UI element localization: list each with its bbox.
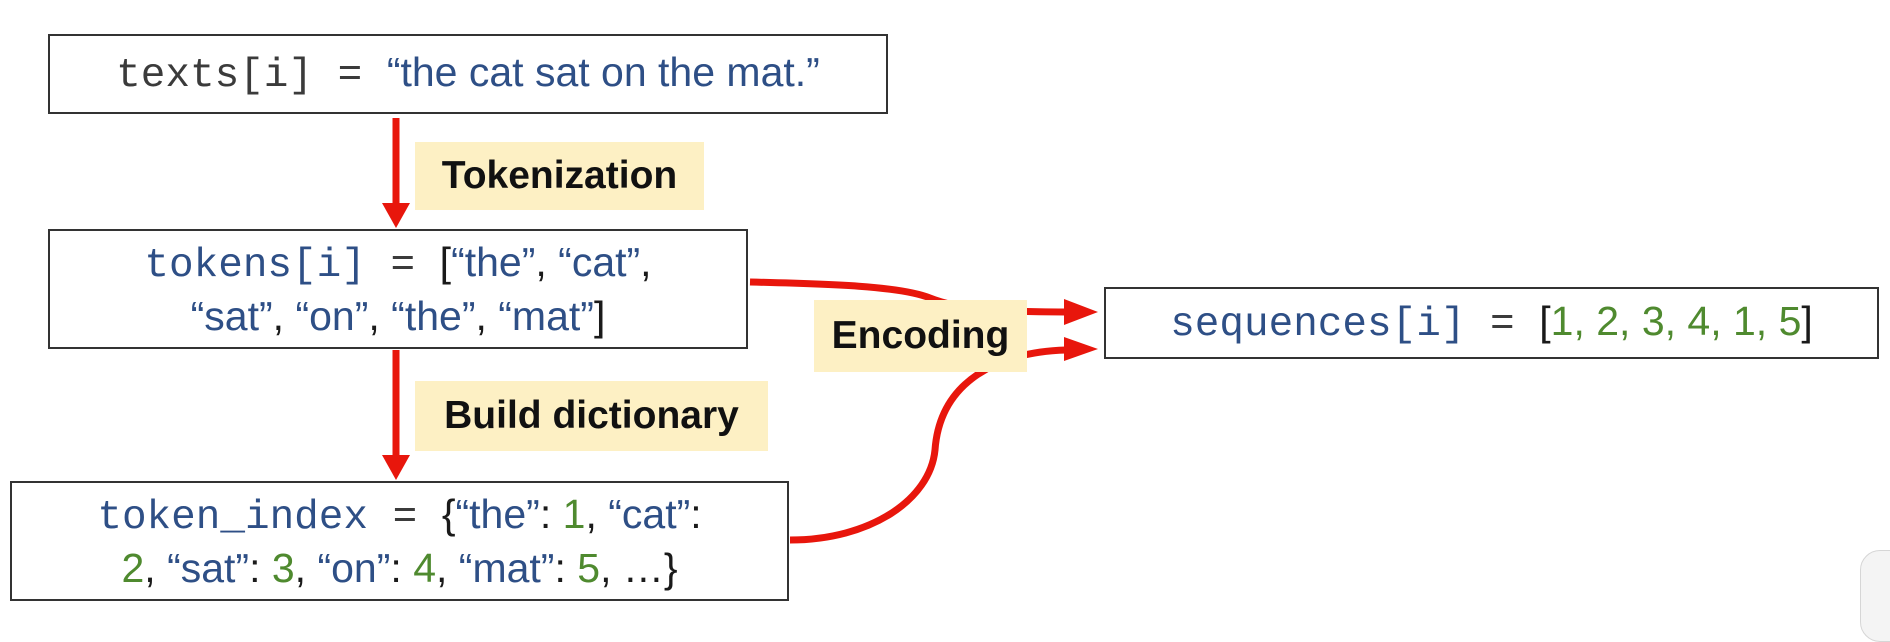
dict-sep-5: : xyxy=(554,545,578,591)
texts-line: texts[i] = “the cat sat on the mat.” xyxy=(116,47,820,101)
token-index-equals: = xyxy=(368,494,442,541)
token-index-open-brace: { xyxy=(441,490,456,537)
build-dictionary-label: Build dictionary xyxy=(415,381,768,451)
dict-comma-2: , xyxy=(144,545,168,591)
dict-value-2: 2 xyxy=(121,545,145,591)
token-index-box: token_index = {“the”: 1, “cat”: 2, “sat”… xyxy=(10,481,789,601)
dict-value-3: 3 xyxy=(271,545,295,591)
encoding-arrow-from-token-index xyxy=(789,346,1067,544)
sequences-values: 1, 2, 3, 4, 1, 5 xyxy=(1550,297,1802,344)
token-the-1: “the” xyxy=(451,238,536,285)
dict-sep-2: : xyxy=(690,490,702,537)
token-cat: “cat” xyxy=(558,238,641,285)
sequences-equals: = xyxy=(1465,301,1540,348)
tokens-equals: = xyxy=(365,242,440,289)
token-the-2: “the” xyxy=(391,293,476,339)
tokens-variable: tokens[i] xyxy=(144,242,366,289)
dict-sep-1: : xyxy=(539,490,563,537)
encoding-arrowhead-upper xyxy=(1064,299,1098,325)
token-on: “on” xyxy=(295,293,369,339)
dict-value-4: 4 xyxy=(413,545,436,591)
token-comma-4: , xyxy=(368,293,392,339)
scroll-handle[interactable] xyxy=(1860,550,1890,642)
tokens-open-bracket: [ xyxy=(439,238,452,285)
texts-equals: = xyxy=(313,52,387,99)
token-index-line-2: 2, “sat”: 3, “on”: 4, “mat”: 5, …} xyxy=(121,543,677,593)
texts-variable: texts[i] xyxy=(116,52,314,99)
dict-comma-3: , xyxy=(294,545,318,591)
dict-value-5: 5 xyxy=(577,545,601,591)
dict-key-on: “on” xyxy=(317,545,391,591)
tokens-line-1: tokens[i] = [“the”, “cat”, xyxy=(144,237,651,291)
dict-key-sat: “sat” xyxy=(167,545,250,591)
encoding-label: Encoding xyxy=(814,300,1027,372)
texts-box: texts[i] = “the cat sat on the mat.” xyxy=(48,34,888,114)
token-index-line-1: token_index = {“the”: 1, “cat”: xyxy=(97,489,701,543)
tokens-close-bracket: ] xyxy=(593,293,606,339)
dict-key-cat: “cat” xyxy=(608,490,691,537)
dict-key-the: “the” xyxy=(455,490,540,537)
token-comma-1: , xyxy=(535,238,559,285)
dict-comma-4: , xyxy=(436,545,459,591)
token-mat: “mat” xyxy=(498,293,594,339)
dict-comma-1: , xyxy=(585,490,609,537)
tokenization-arrowhead xyxy=(382,203,410,228)
dict-tail: , …} xyxy=(600,545,678,591)
build-dictionary-arrowhead xyxy=(382,455,410,480)
token-comma-3: , xyxy=(272,293,296,339)
token-sat: “sat” xyxy=(190,293,273,339)
dict-sep-3: : xyxy=(249,545,272,591)
dict-key-mat: “mat” xyxy=(458,545,555,591)
tokens-line-2: “sat”, “on”, “the”, “mat”] xyxy=(191,291,606,341)
token-comma-5: , xyxy=(475,293,499,339)
texts-value: “the cat sat on the mat.” xyxy=(386,48,820,95)
dict-sep-4: : xyxy=(390,545,414,591)
tokenization-label: Tokenization xyxy=(415,142,704,210)
dict-value-1: 1 xyxy=(562,490,586,537)
sequences-open-bracket: [ xyxy=(1539,297,1551,344)
sequences-variable: sequences[i] xyxy=(1170,301,1466,348)
sequences-line: sequences[i] = [1, 2, 3, 4, 1, 5] xyxy=(1170,296,1813,350)
token-comma-2: , xyxy=(640,238,652,285)
sequences-box: sequences[i] = [1, 2, 3, 4, 1, 5] xyxy=(1104,287,1879,359)
tokens-box: tokens[i] = [“the”, “cat”, “sat”, “on”, … xyxy=(48,229,748,349)
token-index-variable: token_index xyxy=(97,494,368,541)
sequences-close-bracket: ] xyxy=(1801,297,1813,344)
encoding-arrowhead-lower xyxy=(1064,337,1098,361)
